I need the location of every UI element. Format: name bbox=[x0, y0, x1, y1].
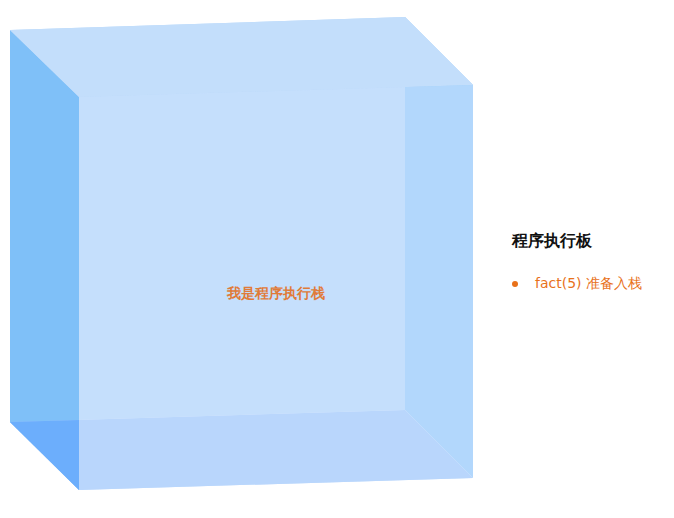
cube-corner-shade bbox=[10, 420, 79, 490]
cube-left-face bbox=[10, 30, 79, 490]
cube-label: 我是程序执行栈 bbox=[227, 285, 325, 303]
cube-top-face bbox=[10, 17, 473, 97]
panel-title: 程序执行板 bbox=[512, 231, 592, 252]
cube-front-face bbox=[79, 85, 473, 490]
step-item: fact(5) 准备入栈 bbox=[535, 275, 642, 293]
bullet-dot bbox=[512, 281, 518, 287]
stack-cube: 我是程序执行栈 bbox=[79, 97, 473, 490]
